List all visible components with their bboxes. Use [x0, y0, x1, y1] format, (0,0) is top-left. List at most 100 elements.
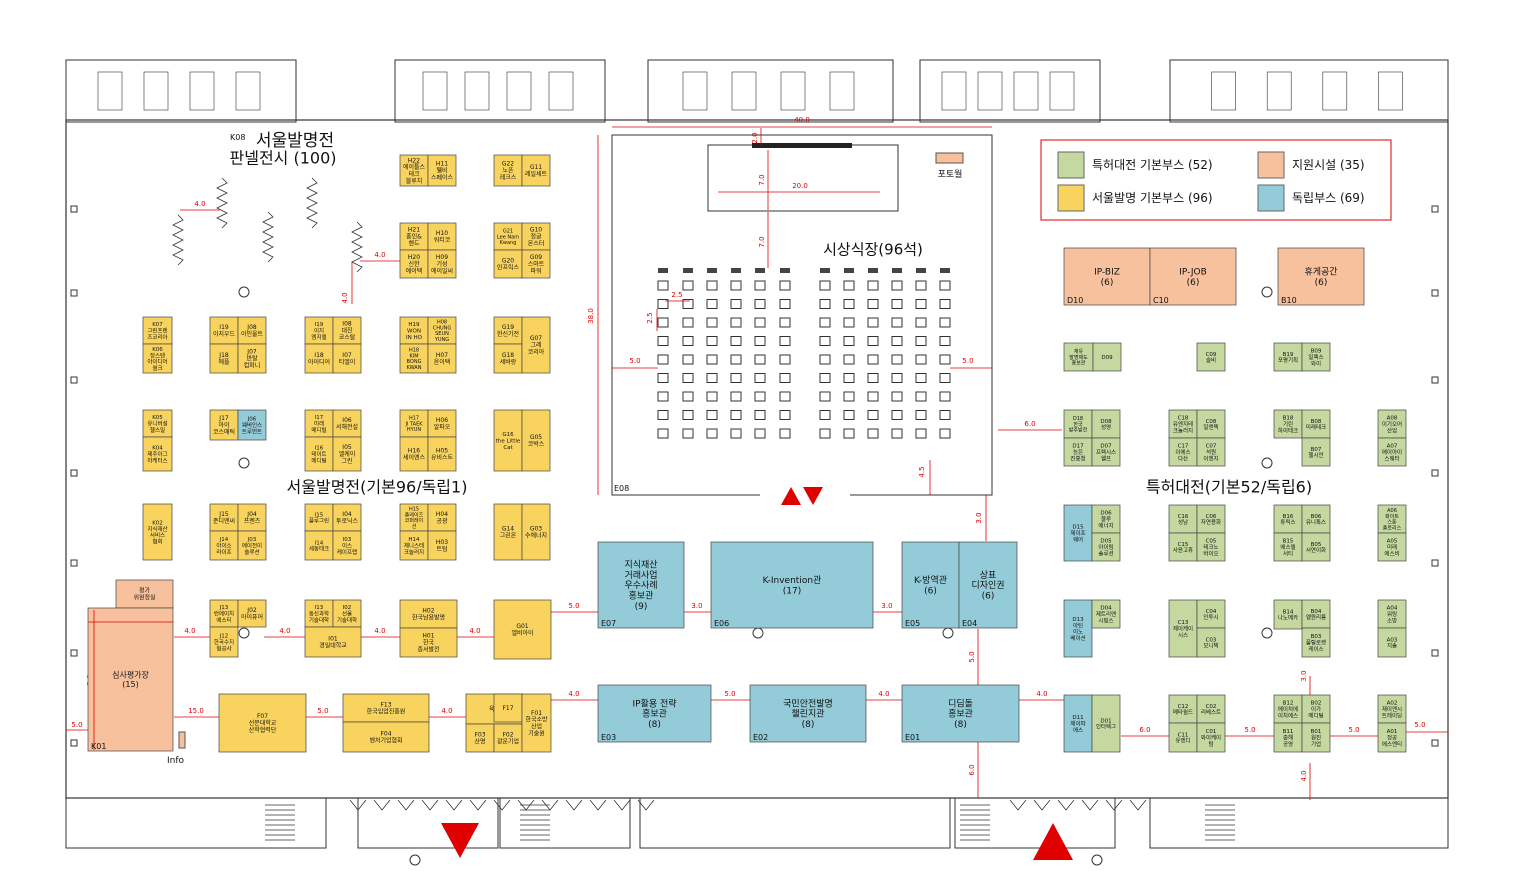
booth-box[interactable] [1196, 627, 1226, 658]
booth-box[interactable] [1091, 409, 1121, 439]
booth[interactable]: K-Invention관(17) [710, 541, 874, 629]
booth-box[interactable] [710, 541, 874, 629]
booth-box[interactable] [427, 503, 457, 532]
booth-box[interactable] [142, 343, 173, 374]
booth-box[interactable] [521, 316, 551, 374]
booth-box[interactable] [237, 599, 267, 628]
booth-box[interactable] [1301, 532, 1331, 562]
booth-box[interactable] [749, 684, 867, 743]
booth-box[interactable] [1091, 532, 1121, 562]
booth-box[interactable] [1273, 409, 1303, 439]
booth-box[interactable] [304, 626, 362, 658]
booth-box[interactable] [1301, 342, 1331, 372]
booth-box[interactable] [399, 249, 429, 279]
booth-box[interactable] [142, 316, 173, 345]
booth-box[interactable] [1273, 342, 1303, 372]
booth-box[interactable] [521, 503, 551, 561]
booth-box[interactable] [493, 343, 523, 374]
booth-box[interactable] [332, 599, 362, 628]
booth-box[interactable] [493, 249, 523, 279]
booth-box[interactable] [1377, 599, 1407, 629]
booth-box[interactable] [399, 599, 458, 629]
booth-box[interactable] [427, 530, 457, 561]
booth-box[interactable] [209, 599, 239, 628]
booth-box[interactable] [1273, 694, 1303, 724]
booth-box[interactable] [1196, 342, 1226, 372]
booth-box[interactable] [1091, 694, 1121, 753]
booth-box[interactable] [493, 409, 523, 472]
booth-box[interactable] [1301, 599, 1331, 629]
booth-box[interactable] [1063, 342, 1094, 372]
booth-box[interactable] [304, 599, 334, 628]
booth-box[interactable] [521, 154, 551, 187]
booth-box[interactable] [901, 684, 1020, 743]
booth-box[interactable] [427, 436, 457, 472]
booth-box[interactable] [1196, 599, 1226, 629]
booth-box[interactable] [399, 436, 429, 472]
booth[interactable]: D09 [1092, 342, 1122, 372]
booth-box[interactable] [521, 409, 551, 472]
booth-box[interactable] [237, 316, 267, 345]
booth-box[interactable] [1063, 437, 1093, 467]
booth-box[interactable] [342, 721, 430, 753]
booth[interactable]: IP-BIZ(6) [1063, 247, 1151, 306]
booth-box[interactable] [427, 154, 457, 187]
booth-box[interactable] [332, 436, 362, 472]
booth-box[interactable] [1377, 437, 1407, 467]
booth-box[interactable] [1063, 504, 1093, 562]
booth-box[interactable] [1168, 599, 1198, 658]
booth-box[interactable] [1196, 722, 1226, 753]
booth-box[interactable] [1273, 532, 1303, 562]
